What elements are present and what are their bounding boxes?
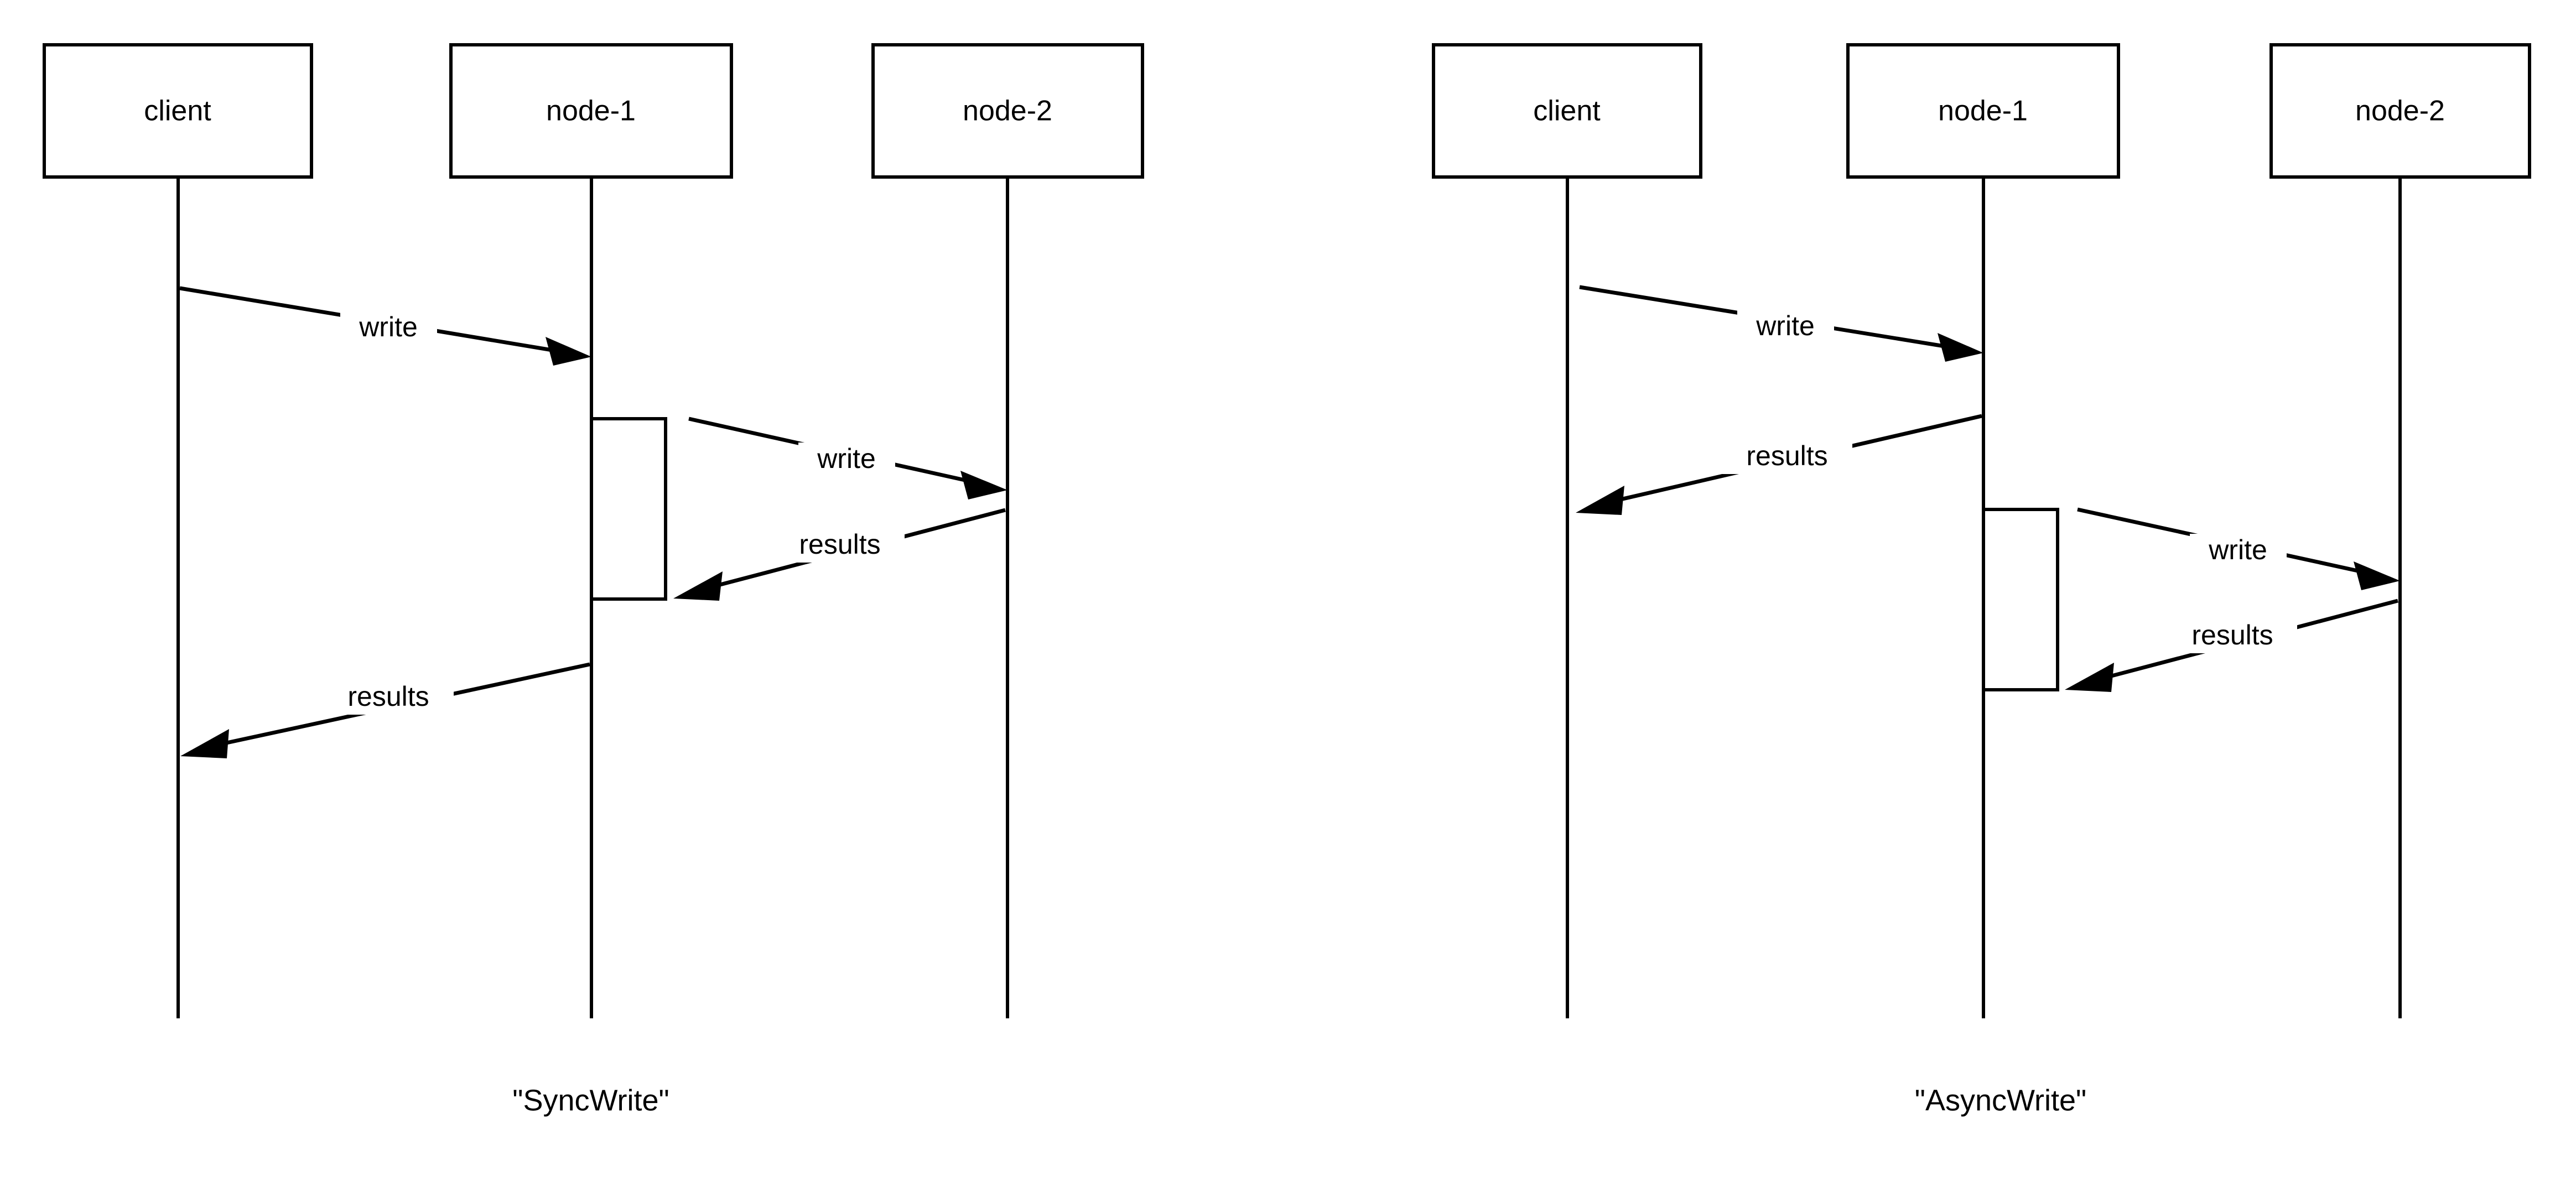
participant-node-2[interactable]: node-2: [2269, 43, 2531, 1018]
message-label-backdrop: [2190, 534, 2287, 568]
participant-label-client: client: [1533, 95, 1601, 127]
participant-box-client[interactable]: [43, 43, 313, 179]
participant-client[interactable]: client: [43, 43, 313, 1018]
message-label: write: [1756, 310, 1815, 341]
arrowhead-icon: [1938, 333, 1983, 362]
arrowhead-icon: [2354, 561, 2400, 590]
participant-label-node-2: node-2: [963, 95, 1052, 127]
message-label: results: [2191, 620, 2273, 650]
message-label: results: [799, 529, 880, 560]
message-results-node-1-to-client[interactable]: results: [1576, 414, 1982, 515]
diagram-async-write: client node-1 node-2 wr: [1432, 43, 2531, 1117]
arrowhead-icon: [546, 337, 591, 366]
message-label-backdrop: [324, 680, 454, 715]
message-write-client-to-node-1[interactable]: write: [179, 286, 591, 366]
participant-node-2[interactable]: node-2: [871, 43, 1144, 1018]
participant-box-node-2[interactable]: [871, 43, 1144, 179]
activation-bar-node-1: [1982, 508, 2059, 691]
participant-node-1[interactable]: node-1: [449, 43, 733, 1018]
participant-label-node-1: node-1: [1938, 95, 2028, 127]
arrowhead-icon: [960, 471, 1007, 499]
message-label-backdrop: [340, 311, 437, 345]
participant-box-client[interactable]: [1432, 43, 1702, 179]
message-label: write: [359, 311, 418, 342]
arrowhead-icon: [180, 729, 229, 758]
message-label-backdrop: [1722, 440, 1852, 474]
participant-client[interactable]: client: [1432, 43, 1702, 1018]
message-label-backdrop: [798, 443, 895, 477]
participant-box-node-2[interactable]: [2269, 43, 2531, 179]
message-label: results: [1746, 440, 1827, 471]
participant-label-node-1: node-1: [546, 95, 636, 127]
message-label-backdrop: [2167, 619, 2297, 653]
activation-bar-node-1: [590, 417, 667, 601]
arrowhead-icon: [1576, 486, 1624, 515]
diagram-caption-async-write: "AsyncWrite": [1915, 1084, 2086, 1117]
arrowhead-icon: [673, 571, 723, 601]
message-label-backdrop: [1737, 310, 1834, 344]
participant-label-client: client: [144, 95, 211, 127]
participant-box-node-1[interactable]: [449, 43, 733, 179]
message-label: write: [817, 443, 876, 474]
message-label-backdrop: [775, 528, 905, 563]
message-label: results: [347, 681, 429, 712]
diagram-sync-write: client node-1 node-2 wr: [43, 43, 1144, 1117]
participant-label-node-2: node-2: [2355, 95, 2445, 127]
arrowhead-icon: [2065, 663, 2114, 692]
diagram-caption-sync-write: "SyncWrite": [512, 1084, 669, 1117]
participant-node-1[interactable]: node-1: [1846, 43, 2120, 1018]
message-results-node-2-to-node-1[interactable]: results: [2065, 598, 2398, 692]
message-write-node-1-to-node-2[interactable]: write: [2077, 507, 2400, 590]
message-write-node-1-to-node-2[interactable]: write: [688, 417, 1007, 499]
message-write-client-to-node-1[interactable]: write: [1579, 285, 1983, 362]
message-label: write: [2208, 534, 2267, 565]
message-results-node-2-to-node-1[interactable]: results: [673, 508, 1006, 601]
message-results-node-1-to-client[interactable]: results: [180, 662, 590, 758]
